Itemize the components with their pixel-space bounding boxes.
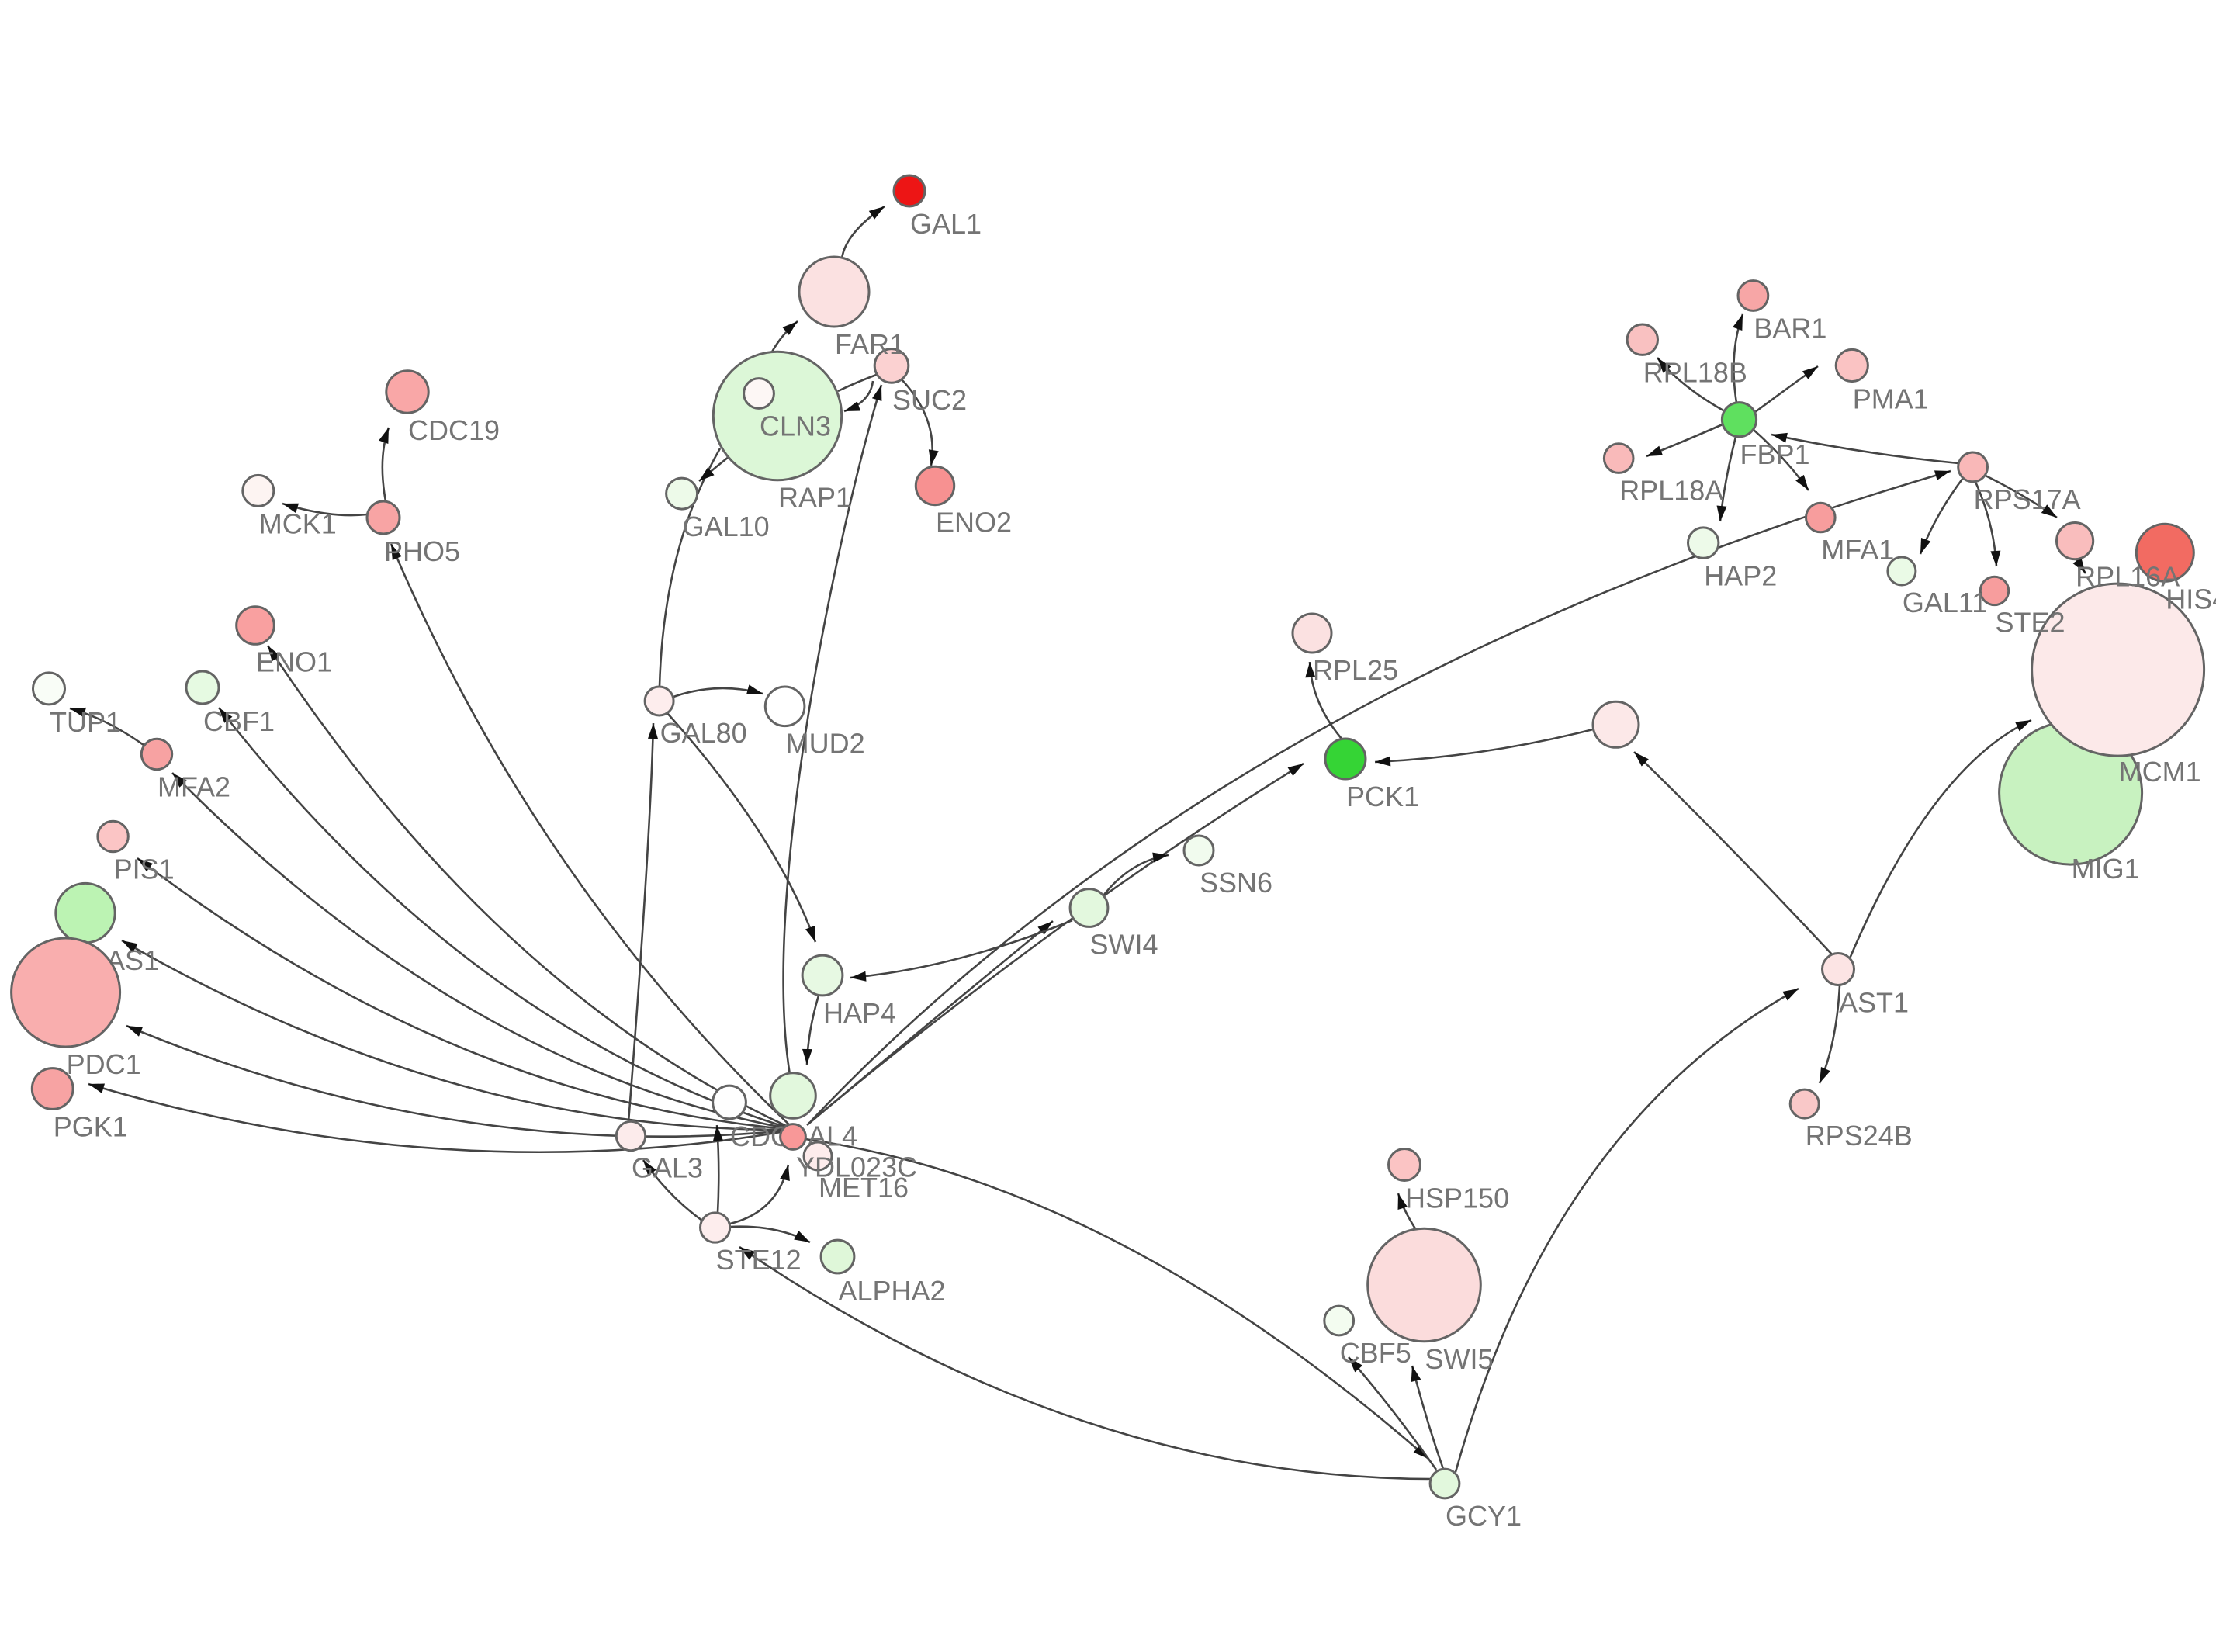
svg-text:MFA2: MFA2 xyxy=(158,771,230,803)
svg-text:PGK1: PGK1 xyxy=(54,1110,128,1142)
svg-text:STE12: STE12 xyxy=(716,1244,802,1276)
svg-text:RPL18A: RPL18A xyxy=(1619,474,1723,506)
svg-text:GCY1: GCY1 xyxy=(1446,1500,1522,1532)
svg-text:HSP150: HSP150 xyxy=(1405,1183,1509,1214)
svg-text:SWI5: SWI5 xyxy=(1425,1343,1494,1375)
svg-text:GAL10: GAL10 xyxy=(683,511,770,542)
svg-text:STE2: STE2 xyxy=(1996,607,2065,639)
svg-text:MCK1: MCK1 xyxy=(259,507,337,539)
svg-text:CBF5: CBF5 xyxy=(1340,1337,1411,1369)
svg-text:CLN3: CLN3 xyxy=(760,410,831,442)
svg-text:RPS17A: RPS17A xyxy=(1974,483,2081,515)
svg-text:CBF1: CBF1 xyxy=(203,705,275,737)
svg-text:GAL1: GAL1 xyxy=(910,208,982,240)
svg-text:RPL16A: RPL16A xyxy=(2076,561,2180,593)
svg-text:PDC1: PDC1 xyxy=(67,1048,141,1080)
svg-text:HAP2: HAP2 xyxy=(1704,559,1777,591)
svg-text:FAR1: FAR1 xyxy=(835,328,905,360)
svg-text:ALPHA2: ALPHA2 xyxy=(839,1275,946,1307)
svg-text:RPL25: RPL25 xyxy=(1313,654,1398,686)
svg-text:MCM1: MCM1 xyxy=(2119,756,2201,788)
svg-text:RAP1: RAP1 xyxy=(778,482,851,514)
svg-text:ENO1: ENO1 xyxy=(256,646,332,677)
svg-text:AST1: AST1 xyxy=(1839,987,1909,1019)
svg-text:PCK1: PCK1 xyxy=(1346,781,1419,812)
svg-text:BAR1: BAR1 xyxy=(1754,312,1826,344)
svg-text:TUP1: TUP1 xyxy=(50,706,121,738)
svg-text:SSN6: SSN6 xyxy=(1200,867,1272,899)
svg-text:MET16: MET16 xyxy=(819,1172,909,1204)
svg-text:GAL80: GAL80 xyxy=(660,717,747,749)
svg-text:CDC19: CDC19 xyxy=(408,414,500,446)
svg-text:GAL3: GAL3 xyxy=(632,1152,703,1184)
svg-text:GAL11: GAL11 xyxy=(1903,587,1987,618)
svg-text:FBP1: FBP1 xyxy=(1740,438,1810,470)
svg-text:HAP4: HAP4 xyxy=(823,997,896,1029)
svg-text:MUD2: MUD2 xyxy=(786,728,865,760)
svg-text:RPL18B: RPL18B xyxy=(1643,356,1747,388)
svg-text:MIG1: MIG1 xyxy=(2072,853,2140,885)
svg-text:HIS4: HIS4 xyxy=(2166,583,2216,615)
svg-text:PIS1: PIS1 xyxy=(114,854,175,885)
svg-text:SUC2: SUC2 xyxy=(892,384,967,416)
svg-text:PHO5: PHO5 xyxy=(384,535,460,567)
svg-text:MFA1: MFA1 xyxy=(1821,534,1894,566)
svg-text:RPS24B: RPS24B xyxy=(1806,1120,1913,1152)
svg-text:ENO2: ENO2 xyxy=(936,507,1012,539)
svg-text:SWI4: SWI4 xyxy=(1090,928,1158,960)
svg-text:YDL023C: YDL023C xyxy=(796,1151,917,1183)
svg-text:PMA1: PMA1 xyxy=(1853,383,1929,415)
